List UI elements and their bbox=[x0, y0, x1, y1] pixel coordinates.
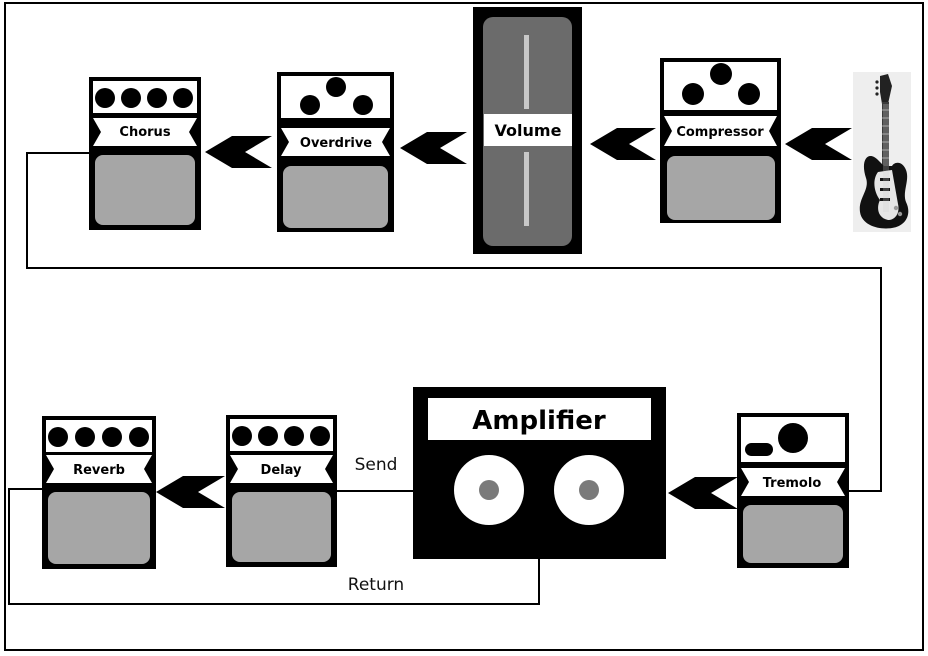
amplifier-label: Amplifier bbox=[472, 406, 606, 436]
knob bbox=[284, 426, 304, 446]
knob bbox=[258, 426, 278, 446]
pedal-delay: Delay bbox=[226, 415, 337, 567]
footswitch bbox=[48, 492, 150, 564]
amplifier-label-box bbox=[428, 398, 651, 440]
pedal-compressor: Compressor bbox=[660, 58, 781, 223]
arrow-icon bbox=[205, 136, 272, 168]
signal-wires bbox=[8, 152, 882, 605]
amplifier: Amplifier bbox=[413, 387, 666, 559]
guitar-strings bbox=[883, 104, 889, 212]
pedal-label-ribbon bbox=[93, 118, 197, 146]
knob bbox=[121, 88, 141, 108]
footswitch bbox=[95, 155, 195, 225]
pedal-label-ribbon bbox=[230, 455, 333, 483]
speaker-cone bbox=[579, 480, 599, 500]
arrow-icon bbox=[785, 128, 852, 160]
footswitch bbox=[667, 156, 775, 220]
guitar-neck bbox=[882, 102, 889, 168]
knob bbox=[48, 427, 68, 447]
knob bbox=[353, 95, 373, 115]
wire-return bbox=[8, 488, 540, 605]
return-label: Return bbox=[348, 575, 404, 595]
guitar-headstock bbox=[880, 74, 892, 104]
knob bbox=[102, 427, 122, 447]
guitar-knob bbox=[897, 211, 903, 217]
knob bbox=[75, 427, 95, 447]
tuning-peg bbox=[875, 92, 879, 96]
tuning-peg bbox=[875, 80, 879, 84]
knob bbox=[326, 77, 346, 97]
guitar-pickup bbox=[880, 198, 890, 201]
speaker-cone bbox=[479, 480, 499, 500]
pedal-reverb: Reverb bbox=[42, 416, 156, 569]
footswitch bbox=[283, 166, 388, 228]
send-label: Send bbox=[355, 455, 398, 475]
arrow-icon bbox=[156, 476, 225, 508]
electric-guitar-icon bbox=[853, 72, 911, 232]
knob bbox=[310, 426, 330, 446]
pedal-label-ribbon bbox=[741, 468, 845, 496]
pedal-label-box bbox=[484, 114, 572, 146]
knob bbox=[173, 88, 193, 108]
pedal-tremolo: Tremolo bbox=[737, 413, 849, 568]
knob bbox=[738, 83, 760, 105]
pedal-overdrive: Overdrive bbox=[277, 72, 394, 232]
knob bbox=[232, 426, 252, 446]
footswitch bbox=[232, 492, 331, 562]
tuning-peg bbox=[875, 86, 879, 90]
treadle-stripe bbox=[524, 152, 529, 226]
pedal-label: Volume bbox=[495, 121, 562, 140]
knob bbox=[300, 95, 320, 115]
guitar-pickup bbox=[880, 178, 890, 181]
pedal-label: Compressor bbox=[676, 125, 764, 140]
guitar-knob bbox=[893, 205, 899, 211]
arrow-icon bbox=[590, 128, 656, 160]
knob bbox=[682, 83, 704, 105]
pedal-volume: Volume bbox=[473, 7, 582, 254]
knob bbox=[147, 88, 167, 108]
pedal-chorus: Chorus bbox=[89, 77, 201, 230]
knob bbox=[95, 88, 115, 108]
knob bbox=[129, 427, 149, 447]
pedal-label-ribbon bbox=[46, 455, 152, 483]
knob bbox=[778, 423, 808, 453]
arrow-group bbox=[156, 128, 852, 509]
pedal-label-ribbon bbox=[281, 128, 390, 156]
pedal-label: Overdrive bbox=[300, 136, 372, 151]
arrow-icon bbox=[668, 477, 738, 509]
pedal-label: Tremolo bbox=[763, 476, 822, 491]
pedal-label-ribbon bbox=[664, 116, 777, 146]
pedal-label: Reverb bbox=[73, 463, 125, 478]
knob bbox=[710, 63, 732, 85]
treadle-stripe bbox=[524, 35, 529, 109]
rate-slider-knob bbox=[745, 443, 773, 456]
guitar-pickguard bbox=[874, 170, 899, 220]
wire-chorus-to-tremolo bbox=[26, 152, 882, 492]
arrow-icon bbox=[400, 132, 467, 164]
pedal-label: Delay bbox=[261, 463, 302, 478]
guitar-pickup bbox=[880, 188, 890, 191]
pedal-label: Chorus bbox=[119, 125, 170, 140]
footswitch bbox=[743, 505, 843, 563]
